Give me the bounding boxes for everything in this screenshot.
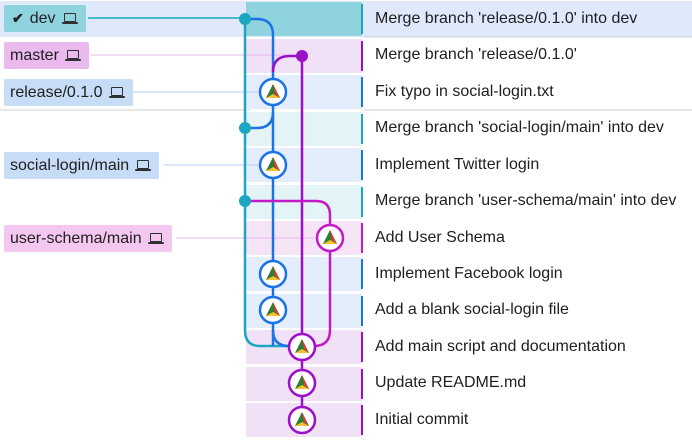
branch-name: master <box>10 47 59 64</box>
commit-avatar <box>287 332 317 362</box>
commit-message: Initial commit <box>375 411 469 428</box>
commit-row-5[interactable]: Merge branch 'user-schema/main' into dev <box>0 183 692 219</box>
branch-label-dev[interactable]: ✔ dev <box>4 5 86 32</box>
graph-cell-tint <box>246 112 362 146</box>
branch-label-user-schema[interactable]: user-schema/main <box>4 225 172 252</box>
commit-row-9[interactable]: Add main script and documentation <box>0 329 692 365</box>
commit-message: Merge branch 'release/0.1.0' <box>375 46 577 63</box>
commit-message: Merge branch 'social-login/main' into de… <box>375 119 664 136</box>
commit-row-8[interactable]: Add a blank social-login file <box>0 292 692 328</box>
commit-avatar <box>258 77 288 107</box>
branch-name: dev <box>29 10 56 27</box>
laptop-icon <box>64 49 81 63</box>
commit-avatar <box>315 223 345 253</box>
commit-row-11[interactable]: Initial commit <box>0 402 692 438</box>
commit-avatar <box>258 150 288 180</box>
commit-row-1[interactable]: Merge branch 'release/0.1.0' <box>0 37 692 73</box>
branch-label-social-login[interactable]: social-login/main <box>4 152 160 179</box>
commit-message: Fix typo in social-login.txt <box>375 83 554 100</box>
commit-message: Add a blank social-login file <box>375 301 569 318</box>
commit-message: Merge branch 'release/0.1.0' into dev <box>375 10 638 27</box>
commit-message: Add main script and documentation <box>375 338 626 355</box>
commit-message: Implement Twitter login <box>375 156 540 173</box>
laptop-icon <box>135 159 152 173</box>
checkmark-icon: ✔ <box>12 10 24 26</box>
laptop-icon <box>108 86 125 100</box>
branch-name: social-login/main <box>10 157 130 174</box>
commit-row-7[interactable]: Implement Facebook login <box>0 256 692 292</box>
laptop-icon <box>61 12 78 26</box>
commit-row-4[interactable]: Implement Twitter login <box>0 147 692 183</box>
commit-row-2[interactable]: Fix typo in social-login.txt <box>0 74 692 110</box>
laptop-icon <box>147 232 164 246</box>
graph-cell-tint <box>246 2 362 36</box>
commit-row-6[interactable]: Add User Schema <box>0 220 692 256</box>
commit-message: Update README.md <box>375 374 527 391</box>
commit-message: Implement Facebook login <box>375 265 563 282</box>
commit-avatar <box>287 368 317 398</box>
branch-name: user-schema/main <box>10 230 142 247</box>
branch-name: release/0.1.0 <box>10 84 103 101</box>
commit-row-3[interactable]: Merge branch 'social-login/main' into de… <box>0 110 692 146</box>
commit-avatar <box>258 295 288 325</box>
commit-avatar <box>287 405 317 435</box>
commit-message: Add User Schema <box>375 229 505 246</box>
branch-label-release[interactable]: release/0.1.0 <box>4 79 133 106</box>
commit-message: Merge branch 'user-schema/main' into dev <box>375 192 677 209</box>
branch-label-master[interactable]: master <box>4 42 89 69</box>
commit-avatar <box>258 259 288 289</box>
commit-row-10[interactable]: Update README.md <box>0 365 692 401</box>
